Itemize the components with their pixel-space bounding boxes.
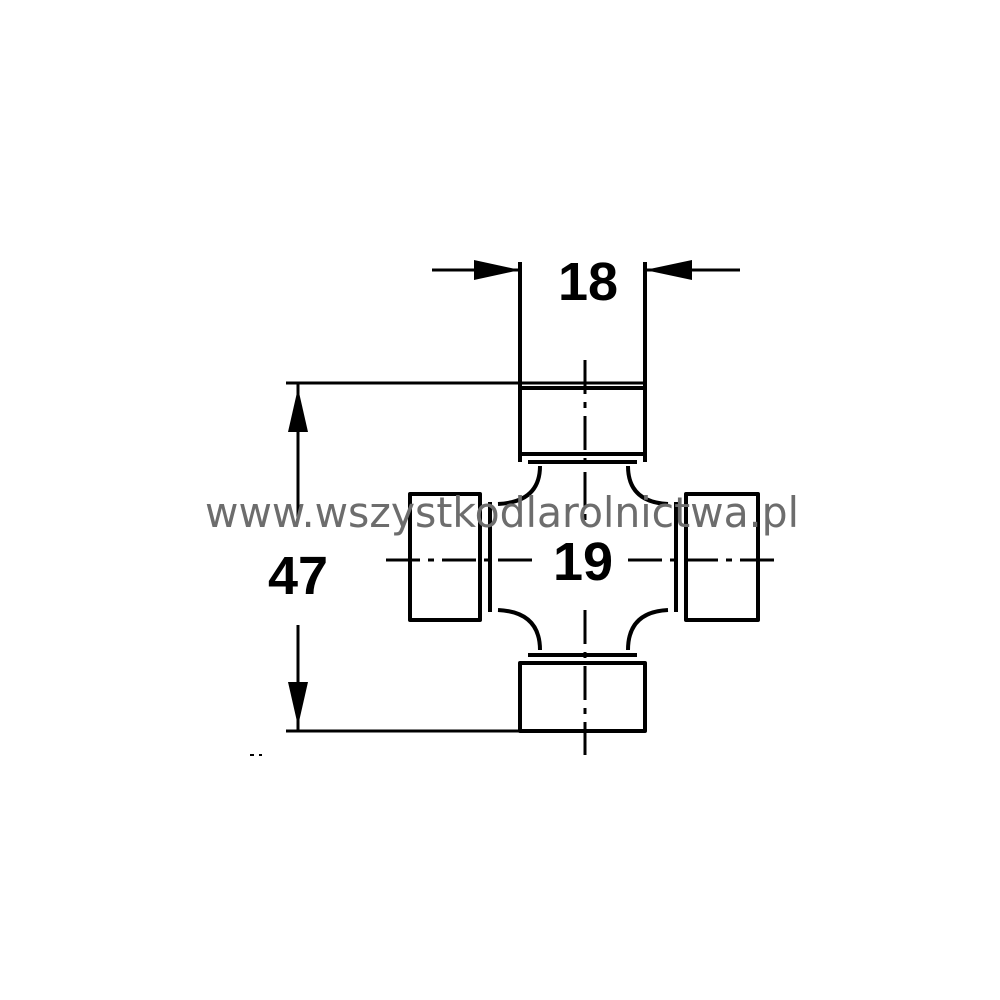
cap-width-dimension: 18 xyxy=(432,252,740,462)
bottom-bearing-cap xyxy=(518,661,647,733)
center-lines xyxy=(386,360,782,755)
cross-span-label: 47 xyxy=(268,546,328,606)
arrow-right-icon xyxy=(474,260,520,280)
arrow-up-icon xyxy=(288,388,308,432)
cap-width-label: 18 xyxy=(558,252,618,312)
cross-center-outline xyxy=(497,465,669,651)
arrow-left-icon xyxy=(645,260,692,280)
cross-body xyxy=(408,386,760,733)
left-bearing-cap xyxy=(408,492,482,622)
trunnion-diameter-label: 19 xyxy=(553,532,613,592)
scan-specks xyxy=(250,754,262,756)
arrow-down-icon xyxy=(288,682,308,726)
right-bearing-cap xyxy=(684,492,760,622)
watermark-text: www.wszystkodlarolnictwa.pl xyxy=(205,488,799,537)
top-bearing-cap xyxy=(518,386,647,456)
